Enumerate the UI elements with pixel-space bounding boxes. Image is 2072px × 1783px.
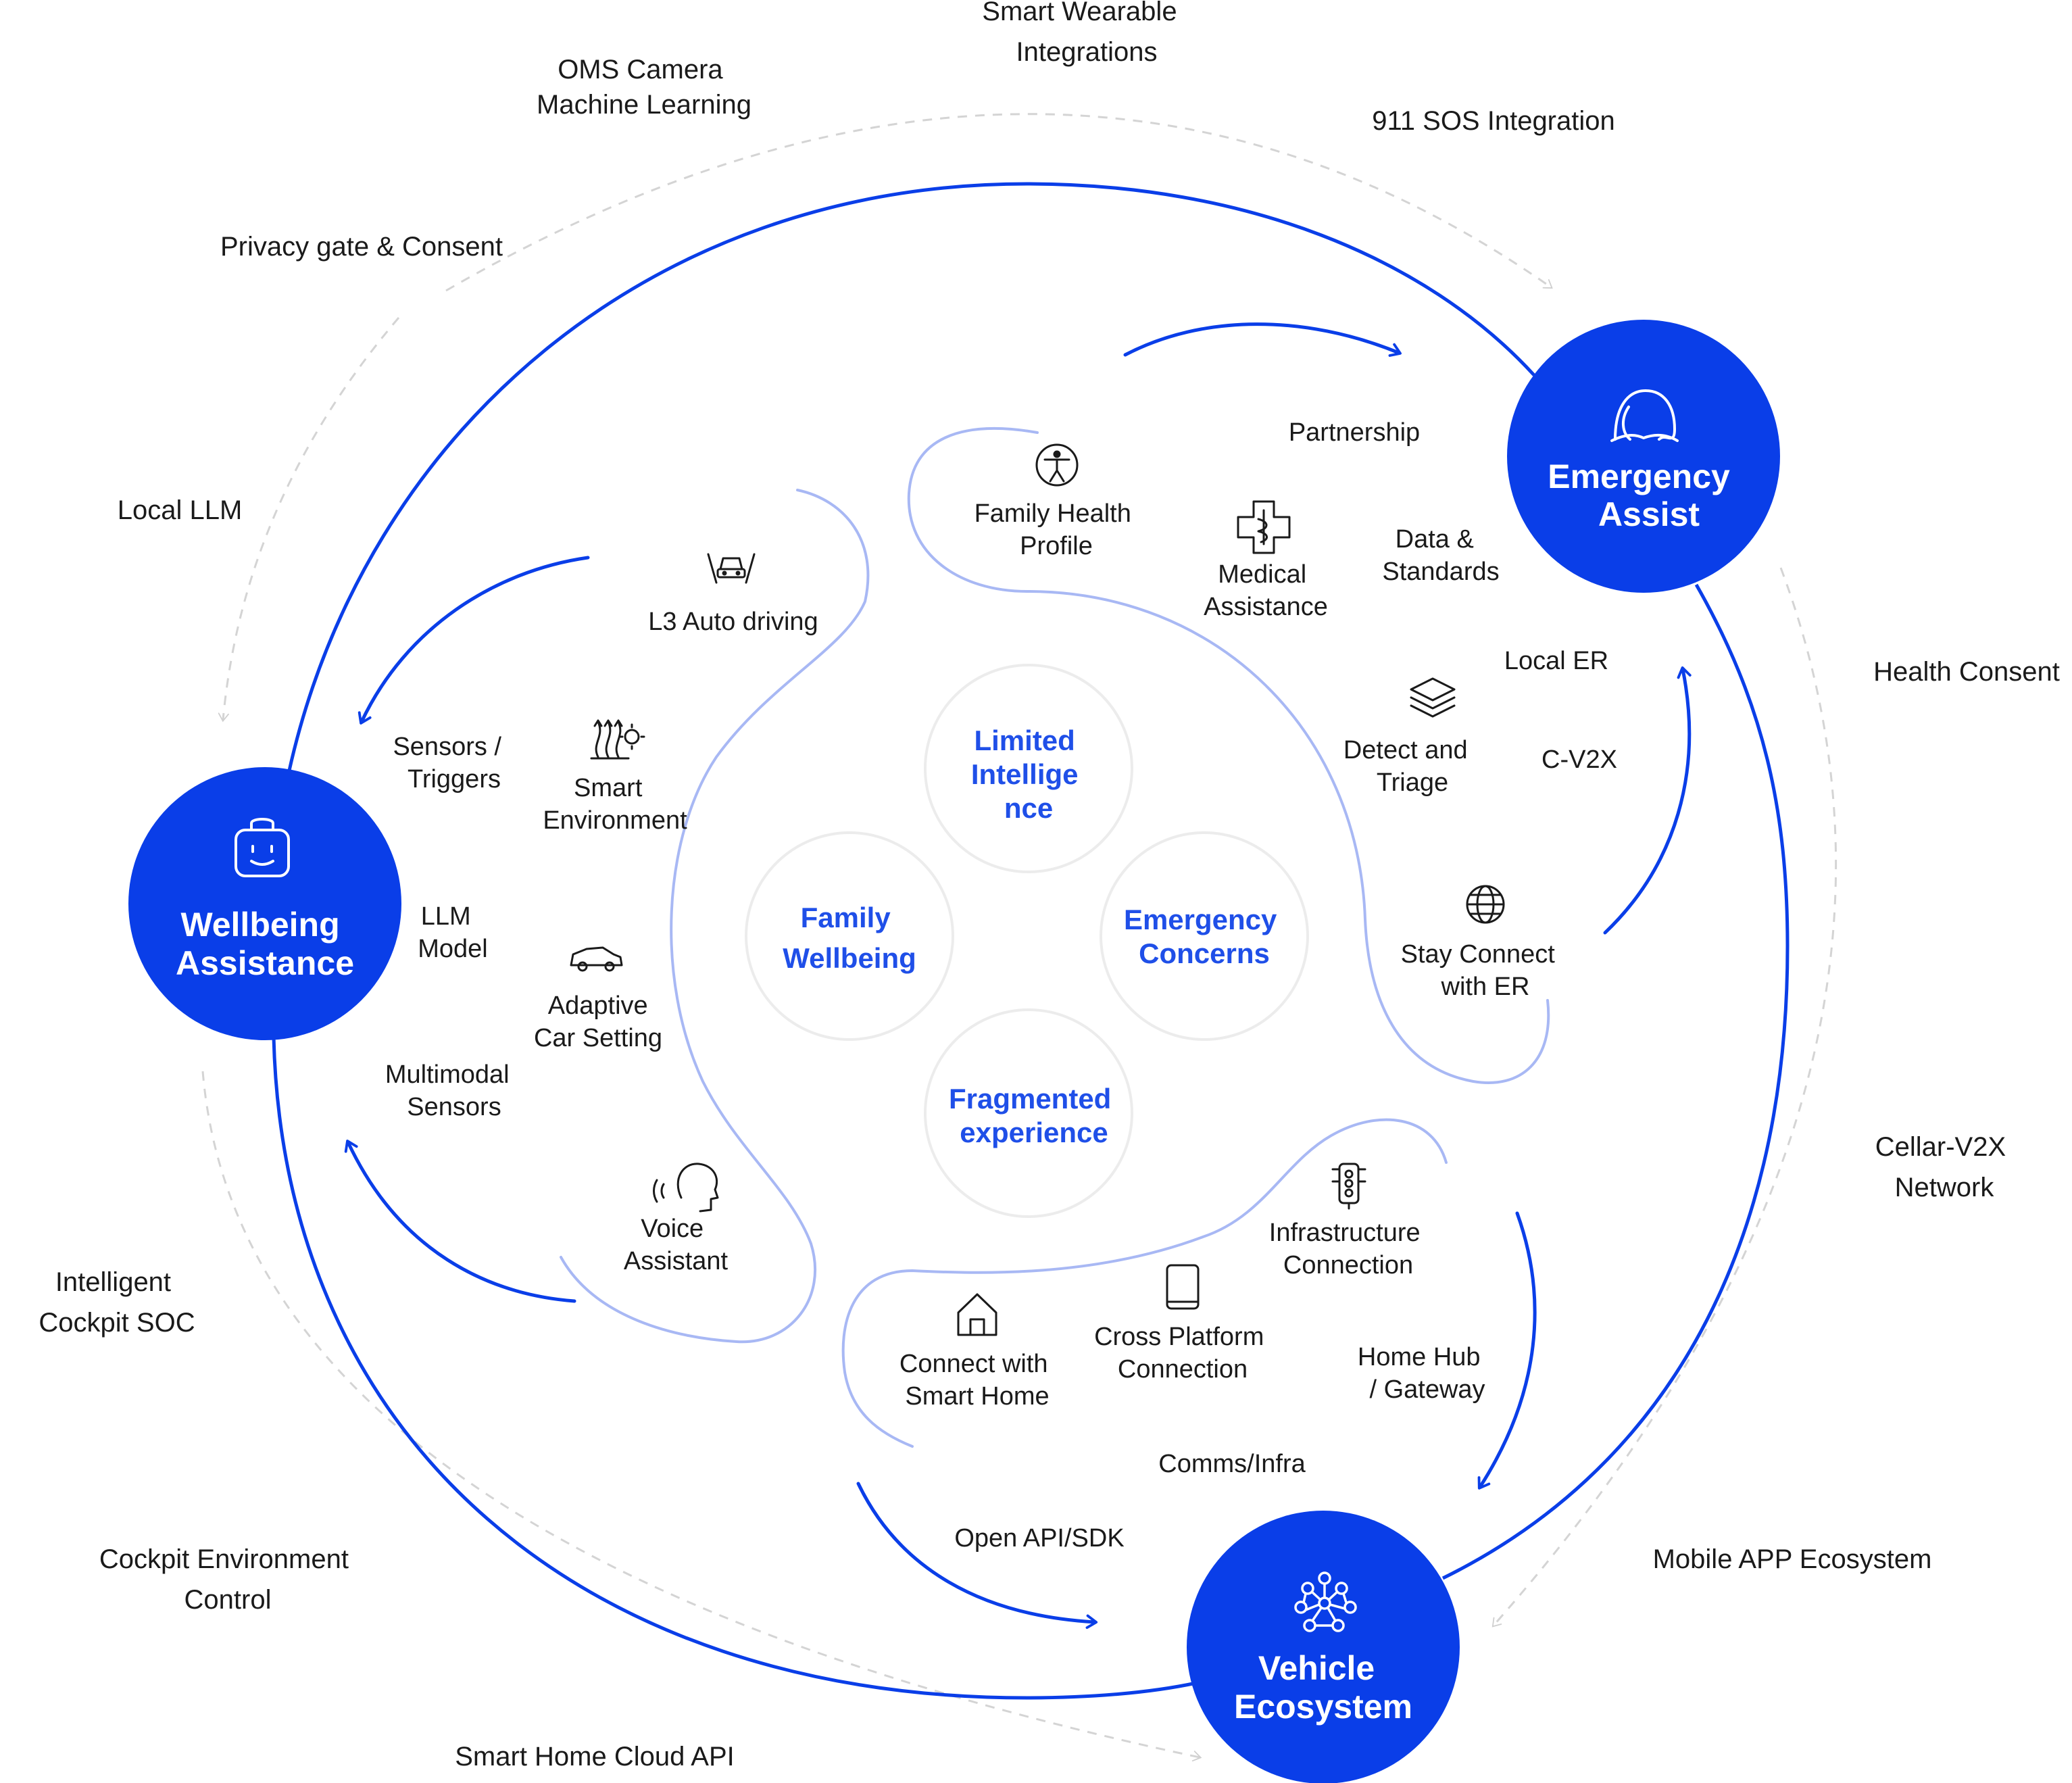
core-limited-label: Limited Intellige nce	[971, 725, 1086, 824]
label-home-hub: Home Hub / Gateway	[1358, 1343, 1487, 1404]
ring-arc-bottom	[272, 1037, 1197, 1700]
hub-vehicle-label: Vehicle Ecosystem	[1234, 1649, 1412, 1726]
person-profile-icon	[1610, 389, 1679, 442]
label-smart-environment[interactable]: Smart Environment	[543, 774, 687, 835]
label-multimodal-sensors: Multimodal Sensors	[385, 1060, 516, 1121]
label-intelligent-cockpit: Intelligent Cockpit SOC	[39, 1267, 195, 1338]
label-stay-connect[interactable]: Stay Connect with ER	[1401, 940, 1562, 1001]
label-data-standards: Data & Standards	[1382, 525, 1499, 586]
label-smart-home[interactable]: Connect with Smart Home	[899, 1350, 1055, 1411]
core-family-label: Family Wellbeing	[783, 902, 916, 974]
label-adaptive-car[interactable]: Adaptive Car Setting	[534, 992, 662, 1052]
petal-wellbeing	[560, 489, 870, 1344]
arrow-to-vehicle-right	[1477, 1211, 1537, 1490]
dashed-arrow-left	[218, 317, 400, 723]
label-mobile-app: Mobile APP Ecosystem	[1653, 1544, 1932, 1574]
hub-wellbeing-label: Wellbeing Assistance	[176, 906, 354, 982]
arrow-to-vehicle-left	[856, 1482, 1098, 1630]
label-smart-home-cloud: Smart Home Cloud API	[455, 1742, 735, 1772]
main-ring	[272, 182, 1790, 1700]
medical-cross-icon	[1237, 500, 1291, 554]
label-911-sos: 911 SOS Integration	[1372, 106, 1615, 136]
label-voice-assistant[interactable]: Voice Assistant	[624, 1215, 729, 1275]
house-icon	[957, 1293, 997, 1336]
accessibility-person-icon	[1035, 443, 1079, 487]
hub-emergency-label: Emergency Assist	[1548, 458, 1740, 533]
robot-face-icon	[235, 818, 290, 877]
dashed-arrow-bottom	[201, 1071, 1202, 1762]
label-cross-platform[interactable]: Cross Platform Connection	[1094, 1323, 1271, 1384]
core-fragmented-experience: Fragmented experience	[924, 1008, 1133, 1218]
climate-heat-icon	[590, 719, 645, 760]
label-local-llm: Local LLM	[118, 495, 243, 525]
inner-arrows	[344, 322, 1692, 1630]
label-partnership: Partnership	[1289, 418, 1420, 447]
outer-labels: Smart Wearable Integrations OMS Camera M…	[39, 0, 2059, 1772]
tablet-icon	[1166, 1264, 1200, 1310]
petal-shapes	[560, 427, 1550, 1448]
label-medical-assistance[interactable]: Medical Assistance	[1204, 560, 1328, 621]
feature-icons	[570, 443, 1505, 1336]
network-nodes-icon	[1294, 1571, 1357, 1632]
label-oms-camera: OMS Camera Machine Learning	[537, 55, 751, 120]
arrow-to-wellbeing-bottom	[344, 1140, 576, 1303]
label-llm-model: LLM Model	[418, 902, 488, 963]
petal-vehicle	[841, 1118, 1448, 1448]
hub-wellbeing-assistance[interactable]: Wellbeing Assistance	[128, 767, 401, 1040]
label-sensors-triggers: Sensors / Triggers	[393, 733, 508, 793]
label-open-api: Open API/SDK	[954, 1524, 1124, 1553]
car-side-icon	[570, 946, 623, 972]
core-family-wellbeing: Family Wellbeing	[745, 831, 954, 1041]
label-comms-infra: Comms/Infra	[1158, 1450, 1306, 1478]
arrow-to-emergency-right	[1603, 666, 1692, 935]
core-emergency-concerns: Emergency Concerns	[1100, 831, 1309, 1041]
label-c-v2x: C-V2X	[1541, 746, 1617, 774]
dashed-arrow-right	[1491, 567, 1837, 1628]
voice-head-icon	[653, 1163, 719, 1213]
label-smart-wearable: Smart Wearable Integrations	[982, 0, 1184, 67]
petal-emergency	[907, 427, 1550, 1084]
ring-arc-top	[287, 182, 1535, 771]
hub-vehicle-ecosystem[interactable]: Vehicle Ecosystem	[1187, 1511, 1460, 1783]
ring-labels: Partnership Data & Standards Local ER C-…	[385, 418, 1617, 1553]
label-detect-triage[interactable]: Detect and Triage	[1343, 736, 1475, 797]
layers-stack-icon	[1410, 677, 1456, 718]
feature-labels: Family Health Profile Medical Assistance…	[534, 499, 1562, 1411]
arrow-to-wellbeing-top	[357, 556, 590, 725]
label-privacy-gate: Privacy gate & Consent	[220, 232, 503, 262]
label-health-consent: Health Consent	[1873, 657, 2060, 687]
dashed-arrow-top	[445, 113, 1553, 292]
label-infrastructure[interactable]: Infrastructure Connection	[1269, 1219, 1427, 1279]
label-l3-auto-driving[interactable]: L3 Auto driving	[648, 608, 818, 636]
label-family-health-profile[interactable]: Family Health Profile	[975, 499, 1139, 560]
car-road-icon	[707, 553, 756, 584]
outer-dashed-ring	[201, 113, 1837, 1762]
label-cellar-v2x: Cellar-V2X Network	[1875, 1132, 2014, 1202]
core-concerns: Limited Intellige nce Family Wellbeing E…	[745, 664, 1309, 1218]
traffic-light-icon	[1331, 1163, 1366, 1210]
hub-emergency-assist[interactable]: Emergency Assist	[1507, 320, 1780, 593]
label-local-er: Local ER	[1504, 647, 1608, 675]
ring-arc-right	[1441, 583, 1790, 1580]
core-limited-intelligence: Limited Intellige nce	[924, 664, 1133, 873]
label-cockpit-environment: Cockpit Environment Control	[99, 1544, 356, 1615]
arrow-to-emergency-top	[1123, 322, 1402, 357]
core-emergency-label: Emergency Concerns	[1124, 904, 1285, 969]
globe-icon	[1466, 885, 1505, 924]
core-fragmented-label: Fragmented experience	[949, 1083, 1119, 1148]
